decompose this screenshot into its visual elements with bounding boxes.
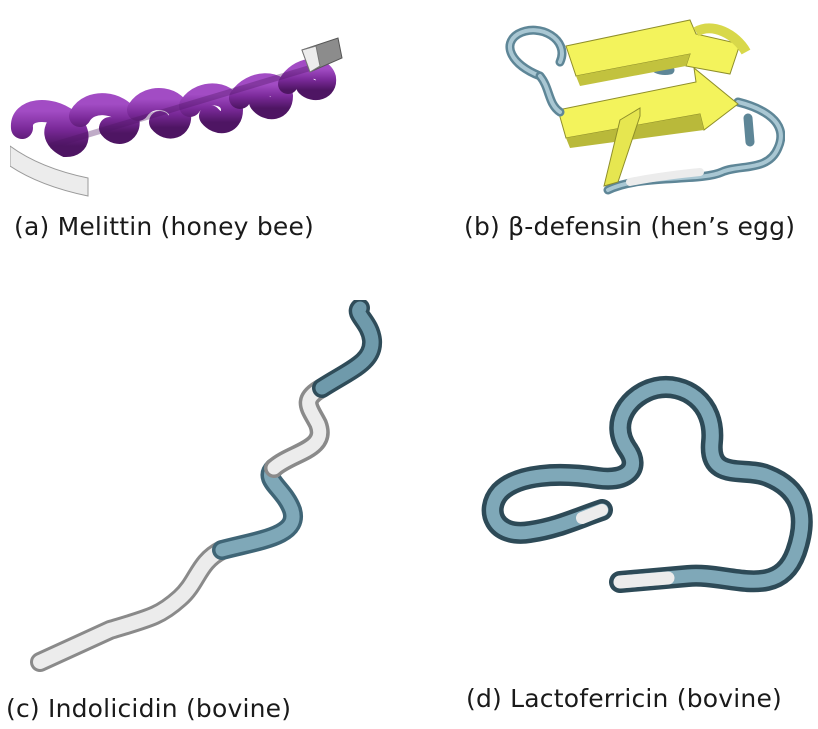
beta-defensin-ribbon — [500, 14, 785, 199]
beta-defensin-sheets — [558, 20, 746, 186]
indolicidin-structure — [30, 300, 400, 680]
caption-indolicidin: (c) Indolicidin (bovine) — [6, 694, 291, 723]
beta-defensin-structure — [500, 14, 785, 199]
lactoferricin-structure — [478, 372, 818, 612]
melittin-structure — [10, 28, 360, 203]
caption-lactoferricin: (d) Lactoferricin (bovine) — [466, 684, 782, 713]
melittin-helix-ribbon — [10, 28, 360, 203]
caption-melittin: (a) Melittin (honey bee) — [14, 212, 314, 241]
indolicidin-tube — [30, 300, 400, 680]
caption-beta-defensin: (b) β-defensin (hen’s egg) — [464, 212, 795, 241]
lactoferricin-tube — [478, 372, 818, 612]
